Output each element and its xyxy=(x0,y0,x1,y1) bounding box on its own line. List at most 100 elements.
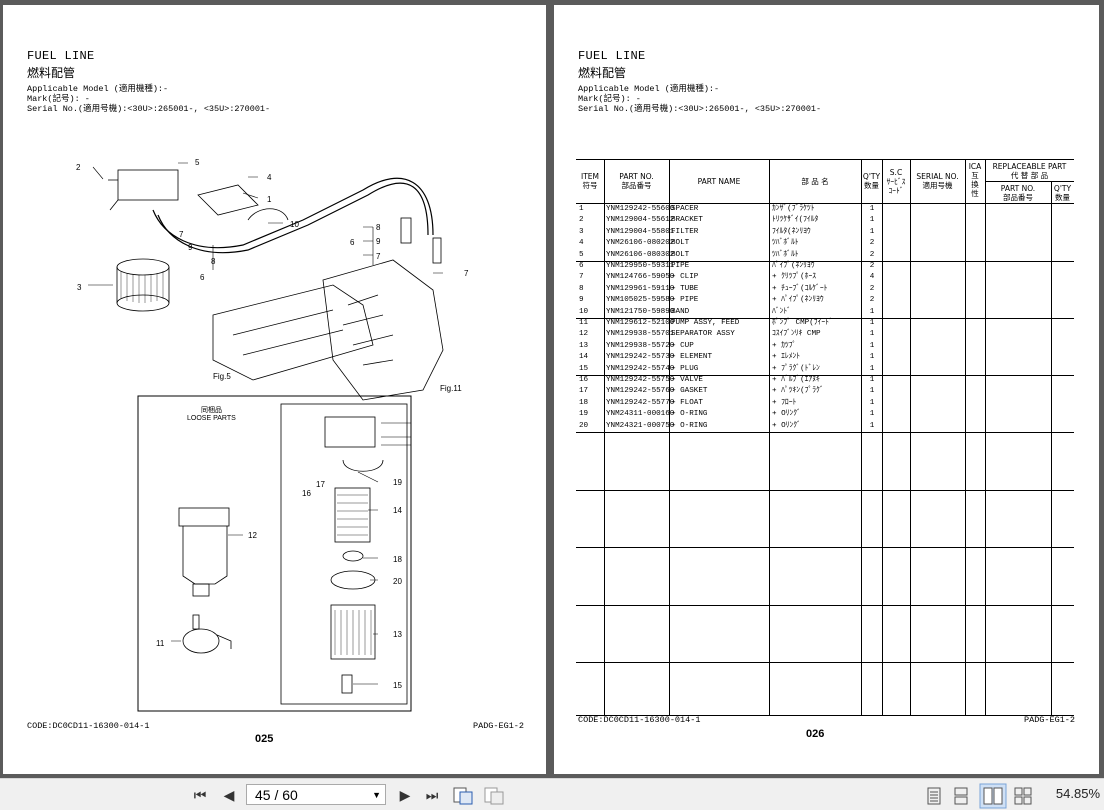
svg-text:Fig.5: Fig.5 xyxy=(213,372,231,381)
document-viewport[interactable]: FUEL LINE 燃料配管 Applicable Model (適用機種):-… xyxy=(0,0,1104,778)
svg-text:8: 8 xyxy=(211,257,216,266)
cell-jp: + ｴﾚﾒﾝﾄ xyxy=(772,353,801,362)
extract-pages-icon[interactable] xyxy=(452,786,474,806)
cell-part-no: YNM24311-000160 xyxy=(606,410,675,419)
cell-part-no: YNM129004-55801 xyxy=(606,227,675,236)
footer-code: CODE:DC0CD11-16300-014-1 xyxy=(578,715,701,725)
cell-name: + O-RING xyxy=(671,421,708,430)
cell-name: BAND xyxy=(671,307,690,316)
page-number: 026 xyxy=(806,728,825,740)
previous-page-icon[interactable]: ◀ xyxy=(223,787,235,803)
cell-item: 2 xyxy=(579,216,584,225)
page-title-en: FUEL LINE xyxy=(27,49,95,63)
svg-text:12: 12 xyxy=(248,531,257,540)
cell-name: SEPARATOR ASSY xyxy=(671,330,735,339)
svg-text:13: 13 xyxy=(393,630,402,639)
cell-jp: ﾌｲﾙﾀ(ﾈﾝﾘﾖｳ xyxy=(772,227,811,236)
cell-part-no: YNM129004-55612 xyxy=(606,216,675,225)
cell-item: 18 xyxy=(579,398,589,407)
cell-qty: 2 xyxy=(869,296,875,305)
svg-text:8: 8 xyxy=(376,223,381,232)
header-jp-name: 部 品 名 xyxy=(801,177,829,186)
cell-name: BRACKET xyxy=(671,216,703,225)
cell-part-no: YNM105025-59580 xyxy=(606,296,675,305)
single-page-view-icon[interactable] xyxy=(925,787,943,805)
footer-ref: PADG-EG1-2 xyxy=(473,721,525,731)
footer-ref: PADG-EG1-2 xyxy=(1024,715,1076,725)
svg-text:Fig.11: Fig.11 xyxy=(440,384,462,393)
header-serial: SERIAL NO.適用号機 xyxy=(916,172,959,190)
cell-jp: + ｶﾂﾌﾟ xyxy=(772,341,797,350)
svg-text:5: 5 xyxy=(195,158,200,167)
chevron-down-icon[interactable]: ▼ xyxy=(372,790,381,800)
cell-jp: ｶﾝｻﾞ(ﾌﾞﾗｹﾂﾄ xyxy=(772,205,815,213)
insert-pages-icon[interactable] xyxy=(483,786,505,806)
cell-jp: ﾄﾘﾂｹｻﾞｲ(ﾌｲﾙﾀ xyxy=(772,216,819,225)
first-page-icon[interactable]: ⏮ xyxy=(193,787,207,803)
next-page-icon[interactable]: ▶ xyxy=(399,787,411,803)
zoom-level[interactable]: 54.85% xyxy=(1055,786,1100,801)
cell-jp: + Oﾘﾝｸﾞ xyxy=(772,421,801,430)
footer-code: CODE:DC0CD11-16300-014-1 xyxy=(27,721,150,731)
cell-qty: 1 xyxy=(869,307,875,316)
cell-item: 20 xyxy=(579,421,589,430)
cell-item: 16 xyxy=(579,376,589,384)
cell-name: + VALVE xyxy=(671,376,703,384)
svg-text:6: 6 xyxy=(350,238,355,247)
cell-name: + CUP xyxy=(671,341,694,350)
cell-jp: + ﾌﾟﾗｸﾞ(ﾄﾞﾚﾝ xyxy=(772,364,820,373)
cell-jp: ﾊﾞﾝﾄﾞ xyxy=(772,307,791,316)
cell-jp: + Oﾘﾝｸﾞ xyxy=(772,410,801,419)
cell-name: BOLT xyxy=(671,250,690,259)
cell-qty: 1 xyxy=(869,364,875,373)
cell-name: PIPE xyxy=(671,262,690,270)
cell-item: 17 xyxy=(579,387,589,396)
cell-jp: ﾂﾊﾞﾎﾞﾙﾄ xyxy=(772,250,799,259)
cell-qty: 1 xyxy=(869,398,875,407)
svg-text:9: 9 xyxy=(376,237,381,246)
cell-qty: 1 xyxy=(869,205,875,213)
cell-name: + FLOAT xyxy=(671,398,703,407)
cell-name: BOLT xyxy=(671,239,690,248)
svg-text:7: 7 xyxy=(179,230,184,239)
two-page-view-icon[interactable] xyxy=(979,783,1007,809)
svg-text:7: 7 xyxy=(376,252,381,261)
svg-text:16: 16 xyxy=(302,489,311,498)
cell-qty: 1 xyxy=(869,319,875,327)
cell-qty: 2 xyxy=(869,284,875,293)
cell-item: 15 xyxy=(579,364,589,373)
cell-part-no: YNM121750-59890 xyxy=(606,307,675,316)
cell-part-no: YNM129950-59311 xyxy=(606,262,675,270)
cell-part-no: YNM129938-55720 xyxy=(606,341,675,350)
cell-item: 6 xyxy=(579,262,584,270)
cell-name: + O-RING xyxy=(671,410,708,419)
cell-part-no: YNM129938-55701 xyxy=(606,330,675,339)
cell-qty: 1 xyxy=(869,330,875,339)
cell-name: SPACER xyxy=(671,205,699,213)
cell-name: + PLUG xyxy=(671,364,699,373)
header-part-no: PART NO.部品番号 xyxy=(619,172,654,190)
svg-text:6: 6 xyxy=(200,273,205,282)
cell-qty: 1 xyxy=(869,216,875,225)
cell-item: 5 xyxy=(579,250,584,259)
page-number-input[interactable]: 45 / 60 ▼ xyxy=(246,784,386,805)
cell-part-no: YNM129242-55770 xyxy=(606,398,675,407)
cell-part-no: YNM24321-000750 xyxy=(606,421,675,430)
cell-qty: 2 xyxy=(869,262,875,270)
cell-item: 3 xyxy=(579,227,584,236)
cell-jp: ﾊﾟｲﾌﾟ(ﾈﾝﾘﾖｳ xyxy=(772,262,815,270)
two-page-continuous-icon[interactable] xyxy=(1013,787,1033,805)
continuous-view-icon[interactable] xyxy=(952,787,970,805)
last-page-icon[interactable]: ⏭ xyxy=(425,787,439,803)
